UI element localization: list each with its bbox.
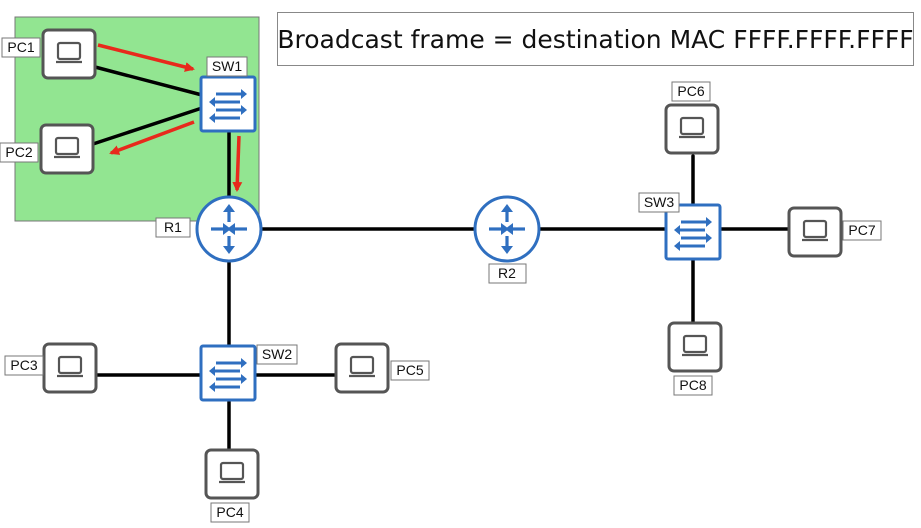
- r1[interactable]: [195, 195, 263, 263]
- pc-monitor-icon: [787, 206, 843, 258]
- label-pc8-text: PC8: [679, 377, 706, 393]
- switch-arrows-icon: [674, 217, 712, 251]
- sw2[interactable]: [199, 344, 257, 402]
- label-r2: R2: [488, 263, 527, 284]
- label-pc4-text: PC4: [216, 504, 243, 520]
- pc3[interactable]: [42, 342, 98, 394]
- label-sw3-text: SW3: [644, 194, 675, 210]
- label-pc4: PC4: [210, 502, 250, 523]
- label-pc3-text: PC3: [10, 357, 37, 373]
- label-pc1-text: PC1: [7, 39, 34, 55]
- router-arrows-icon: [211, 204, 247, 254]
- label-sw1-text: SW1: [212, 58, 243, 74]
- pc-monitor-icon: [334, 342, 390, 394]
- label-pc8: PC8: [673, 375, 713, 396]
- pc4[interactable]: [204, 448, 260, 500]
- label-pc3: PC3: [4, 355, 44, 376]
- label-pc1: PC1: [1, 37, 41, 58]
- label-r1-text: R1: [164, 219, 182, 235]
- label-r1: R1: [155, 217, 191, 238]
- label-sw2-text: SW2: [262, 346, 293, 362]
- pc-monitor-icon: [204, 448, 260, 500]
- label-sw2: SW2: [256, 344, 298, 365]
- pc5[interactable]: [334, 342, 390, 394]
- pc2[interactable]: [39, 123, 95, 175]
- broadcast-arrows: [97, 43, 243, 192]
- pc1[interactable]: [41, 28, 97, 80]
- pc8[interactable]: [667, 321, 723, 373]
- pc-monitor-icon: [664, 103, 720, 155]
- pc-monitor-icon: [39, 123, 95, 175]
- label-pc7-text: PC7: [848, 222, 875, 238]
- sw3[interactable]: [664, 203, 722, 261]
- switch-arrows-icon: [209, 358, 247, 392]
- r2[interactable]: [473, 195, 541, 263]
- label-r2-text: R2: [498, 265, 516, 281]
- arrow-pc1-to-sw1: [97, 43, 195, 72]
- caption-box: Broadcast frame = destination MAC FFFF.F…: [277, 12, 914, 66]
- label-pc2: PC2: [0, 142, 39, 163]
- sw1[interactable]: [199, 75, 257, 133]
- pc-monitor-icon: [42, 342, 98, 394]
- link-pc2-sw1: [91, 106, 204, 146]
- links: [91, 65, 791, 452]
- label-pc6: PC6: [671, 81, 711, 102]
- pc-monitor-icon: [41, 28, 97, 80]
- caption-text: Broadcast frame = destination MAC FFFF.F…: [277, 24, 914, 54]
- label-pc7: PC7: [842, 220, 882, 241]
- pc-monitor-icon: [667, 321, 723, 373]
- label-pc5-text: PC5: [396, 362, 423, 378]
- pc7[interactable]: [787, 206, 843, 258]
- link-pc1-sw1: [93, 65, 204, 97]
- arrow-sw1-to-pc2: [109, 120, 195, 155]
- label-sw3: SW3: [638, 192, 680, 213]
- arrow-sw1-to-r1: [232, 135, 243, 192]
- label-pc2-text: PC2: [5, 144, 32, 160]
- router-arrows-icon: [489, 204, 525, 254]
- switch-arrows-icon: [209, 89, 247, 123]
- label-pc6-text: PC6: [677, 83, 704, 99]
- label-pc5: PC5: [390, 360, 430, 381]
- pc6[interactable]: [664, 103, 720, 155]
- label-sw1: SW1: [206, 56, 248, 77]
